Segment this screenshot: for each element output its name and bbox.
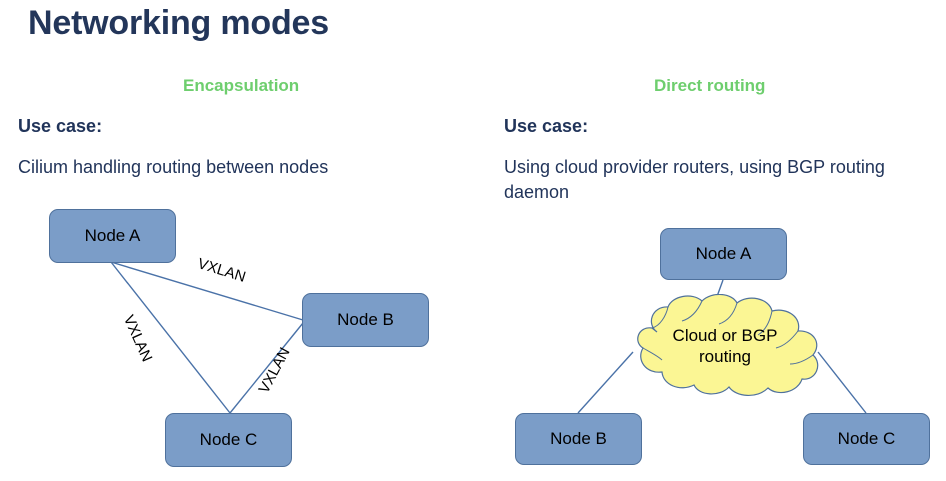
use-case-text-right: Using cloud provider routers, using BGP …: [504, 157, 885, 202]
use-case-text-left: Cilium handling routing between nodes: [18, 157, 329, 177]
edge-label-vxlan-a-c: VXLAN: [119, 312, 156, 365]
edge-label-vxlan-a-b: VXLAN: [195, 255, 248, 286]
node-box-left-a[interactable]: Node A: [49, 209, 176, 263]
use-case-label-right: Use case:: [504, 116, 589, 136]
node-box-right-c[interactable]: Node C: [803, 413, 930, 465]
node-box-left-c[interactable]: Node C: [165, 413, 292, 467]
section-heading-encapsulation: Encapsulation: [183, 76, 300, 95]
cloud-icon: [637, 294, 819, 396]
cloud-label-line2: routing: [699, 347, 751, 366]
page-title: Networking modes: [28, 4, 329, 42]
node-box-right-b[interactable]: Node B: [515, 413, 642, 465]
node-box-left-b[interactable]: Node B: [302, 293, 429, 347]
edge-label-vxlan-b-c: VXLAN: [255, 344, 294, 397]
cloud-label: Cloud or BGP routing: [632, 325, 818, 367]
use-case-label-left: Use case:: [18, 116, 103, 136]
node-box-right-a[interactable]: Node A: [660, 228, 787, 280]
section-heading-direct-routing: Direct routing: [654, 76, 766, 95]
cloud-label-line1: Cloud or BGP: [672, 326, 778, 345]
